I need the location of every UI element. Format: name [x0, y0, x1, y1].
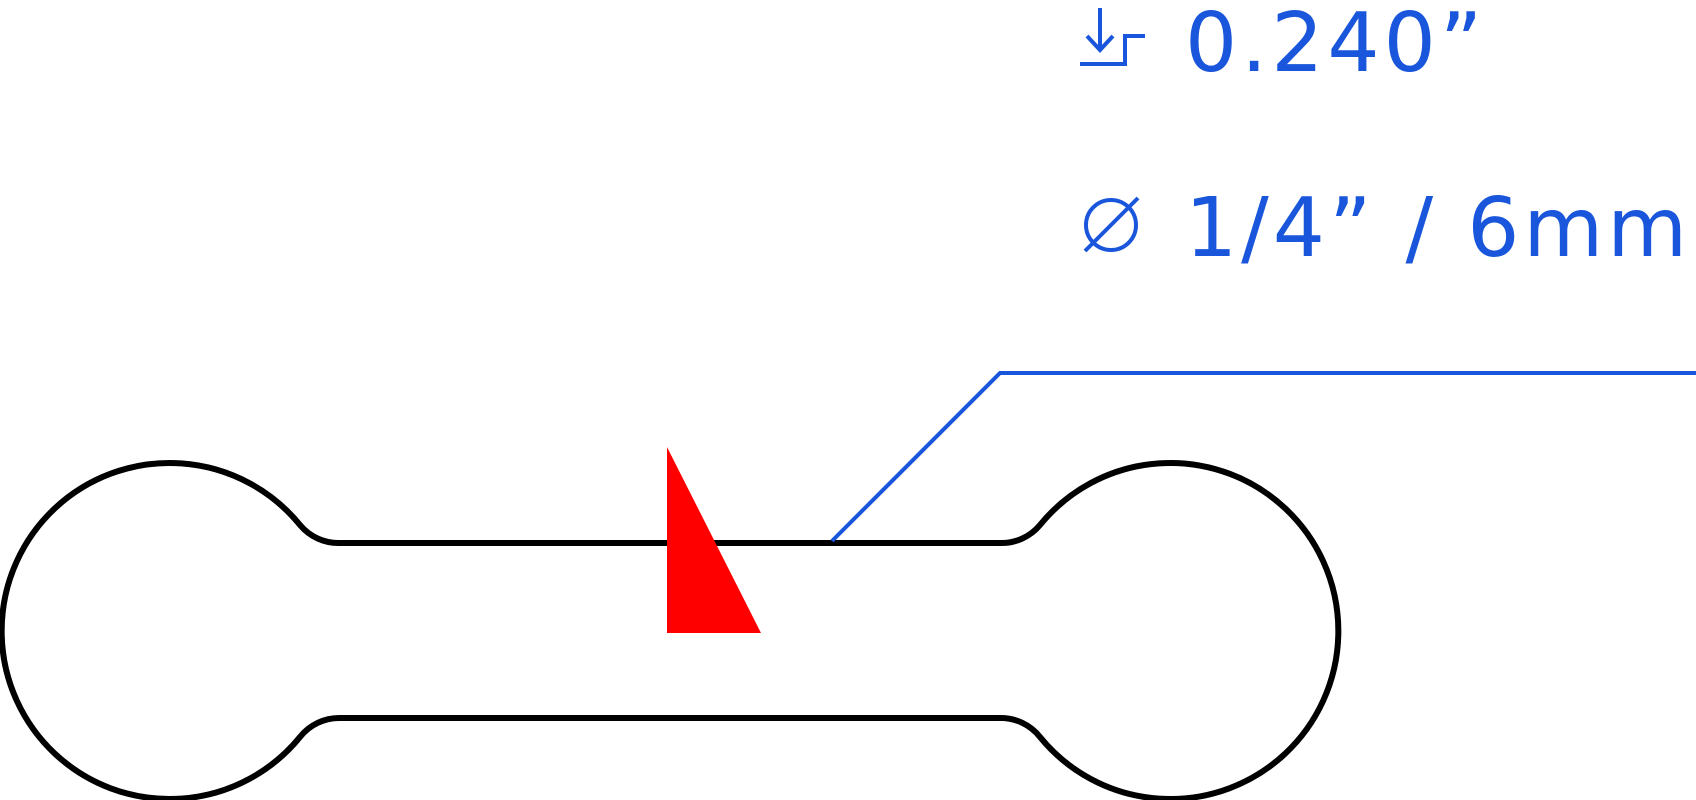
depth-symbol-icon	[1080, 8, 1145, 66]
red-triangle-marker-icon	[667, 447, 761, 633]
depth-value-text: 0.240”	[1185, 0, 1486, 91]
diameter-value-text: 1/4” / 6mm	[1185, 181, 1691, 276]
callout-leader-line	[830, 371, 1696, 543]
dogbone-slot-outline	[0, 460, 1342, 800]
diameter-symbol-icon	[1083, 196, 1140, 253]
